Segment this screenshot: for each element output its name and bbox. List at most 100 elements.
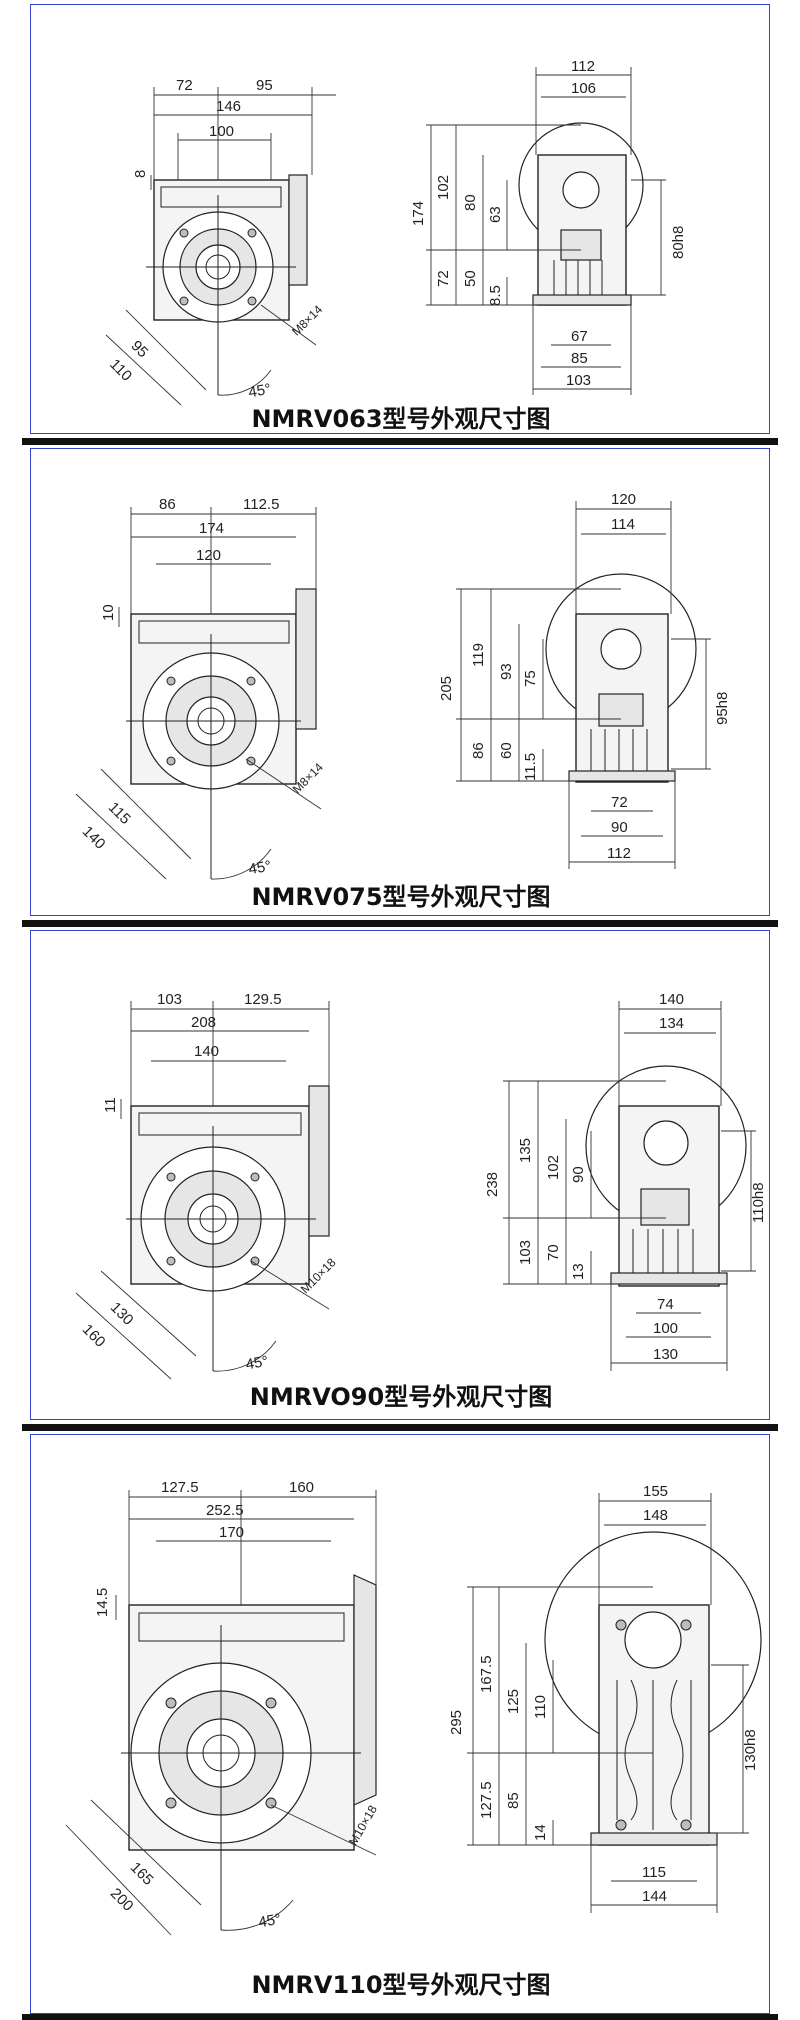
angle-label: 45° (257, 1911, 282, 1932)
dim-mid: 125 (505, 1689, 522, 1714)
dim-top-right: 129.5 (244, 991, 282, 1008)
dim-upper: 119 (470, 643, 487, 667)
dim-inner: 100 (209, 123, 234, 140)
dim-shaft: 110h8 (750, 1182, 767, 1223)
dim-height-total: 205 (438, 676, 455, 701)
flange-plate (288, 174, 308, 286)
divider-2 (22, 920, 778, 927)
dim-top-left: 72 (176, 77, 193, 94)
dim-flange: 11 (102, 1097, 119, 1113)
dim-bottom-mid: 90 (611, 819, 628, 836)
dim-lower: 86 (470, 742, 487, 759)
dim-overall: 174 (199, 520, 224, 537)
caption-nmrv075: NMRV075型号外观尺寸图 (251, 883, 551, 911)
caption-nmrv110: NMRV110型号外观尺寸图 (251, 1971, 551, 1999)
dim-upper: 135 (517, 1138, 534, 1163)
dim-top-right: 160 (289, 1479, 314, 1496)
dim-mid: 93 (498, 663, 515, 680)
dim-diag-small: 95 (128, 337, 152, 361)
dim-bottom-mid: 100 (653, 1320, 678, 1337)
angle-label: 45° (247, 858, 272, 879)
dim-mid: 102 (545, 1155, 562, 1180)
divider-4 (22, 2014, 778, 2020)
dim-upper: 102 (435, 175, 452, 200)
dim-diag-large: 110 (106, 356, 135, 385)
dim-lower: 127.5 (478, 1781, 495, 1819)
divider-3 (22, 1424, 778, 1431)
panel-nmrv063: 72 95 146 100 8 95 110 M8×14 45° 112 106 (30, 4, 770, 434)
dim-bottom-mid: 85 (571, 350, 588, 367)
caption-nmrv090: NMRVO90型号外观尺寸图 (249, 1383, 553, 1411)
dim-upper: 167.5 (478, 1655, 495, 1693)
dim-inner-r: 90 (570, 1166, 587, 1183)
dim-overall: 208 (191, 1014, 216, 1031)
dim-diag-large: 140 (79, 823, 109, 853)
dim-diag-small: 130 (107, 1299, 137, 1329)
dim-top-left: 103 (157, 991, 182, 1008)
dim-base: 60 (498, 742, 515, 759)
dim-diag-large: 200 (107, 1885, 137, 1915)
dim-top-left: 86 (159, 496, 176, 513)
shaft-hole (562, 171, 600, 209)
dim-foot: 8.5 (487, 285, 504, 306)
dim-foot: 14 (532, 1824, 549, 1841)
dim-inner-r: 75 (522, 670, 539, 687)
dim-top-inner: 106 (571, 80, 596, 97)
dim-foot: 11.5 (522, 753, 539, 781)
dim-overall: 252.5 (206, 1502, 244, 1519)
dim-top-left: 127.5 (161, 1479, 199, 1496)
drawing-nmrv090: 103 129.5 208 140 11 130 160 M10×18 45° … (75, 991, 767, 1380)
panel-nmrv090: 103 129.5 208 140 11 130 160 M10×18 45° … (30, 930, 770, 1420)
drawing-nmrv063: 72 95 146 100 8 95 110 M8×14 45° 112 106 (105, 58, 687, 406)
dim-diag-small: 115 (105, 799, 134, 828)
dim-inner-r: 110 (532, 1695, 549, 1719)
dim-shaft: 95h8 (714, 692, 731, 725)
drawing-nmrv075: 86 112.5 174 120 10 115 140 M8×14 45° 12… (75, 491, 731, 880)
bolt-label: M8×14 (289, 302, 325, 338)
panel-nmrv075: 86 112.5 174 120 10 115 140 M8×14 45° 12… (30, 448, 770, 916)
dim-diag-small: 165 (127, 1859, 157, 1889)
dim-top-inner: 134 (659, 1015, 684, 1032)
dim-top-right: 112.5 (243, 496, 279, 513)
dim-top-inner: 148 (643, 1507, 668, 1524)
dim-bottom-inner: 67 (571, 328, 588, 345)
dim-bottom-overall: 103 (566, 372, 591, 389)
dim-base: 85 (505, 1792, 522, 1809)
dim-top-overall: 155 (643, 1483, 668, 1500)
dim-height-total: 238 (484, 1172, 501, 1197)
dim-inner: 120 (196, 547, 221, 564)
dim-diag-large: 160 (79, 1321, 109, 1351)
panel-nmrv110: 127.5 160 252.5 170 14.5 165 200 M10×18 … (30, 1434, 770, 2014)
dim-bottom-inner: 74 (657, 1296, 674, 1313)
angle-label: 45° (244, 1353, 269, 1374)
dim-flange: 14.5 (94, 1588, 111, 1617)
dim-inner: 140 (194, 1043, 219, 1060)
angle-label: 45° (247, 381, 272, 402)
dim-inner-r: 63 (487, 206, 504, 223)
dim-bottom-overall: 130 (653, 1346, 678, 1363)
dim-base: 50 (462, 270, 479, 287)
caption-nmrv063: NMRV063型号外观尺寸图 (251, 405, 551, 433)
dim-bottom-inner: 72 (611, 794, 628, 811)
dim-base: 70 (545, 1244, 562, 1261)
dim-flange: 8 (132, 170, 149, 178)
dim-shaft: 130h8 (742, 1729, 759, 1771)
dim-lower: 72 (435, 270, 452, 287)
dim-overall: 146 (216, 98, 241, 115)
dim-height-total: 295 (448, 1710, 465, 1735)
dim-shaft: 80h8 (670, 226, 687, 259)
dim-inner: 170 (219, 1524, 244, 1541)
dim-foot: 13 (570, 1263, 587, 1280)
dim-mid: 80 (462, 194, 479, 211)
divider-1 (22, 438, 778, 445)
dim-height-total: 174 (410, 201, 427, 226)
dim-flange: 10 (100, 604, 117, 621)
dim-bottom-inner: 115 (642, 1864, 666, 1881)
dim-top-overall: 112 (571, 58, 595, 75)
dim-top-inner: 114 (611, 516, 635, 533)
drawing-nmrv110: 127.5 160 252.5 170 14.5 165 200 M10×18 … (65, 1479, 762, 1936)
dim-bottom-mid: 144 (642, 1888, 667, 1905)
dim-top-overall: 120 (611, 491, 636, 508)
dim-lower: 103 (517, 1240, 534, 1265)
top-ribs (160, 186, 282, 208)
